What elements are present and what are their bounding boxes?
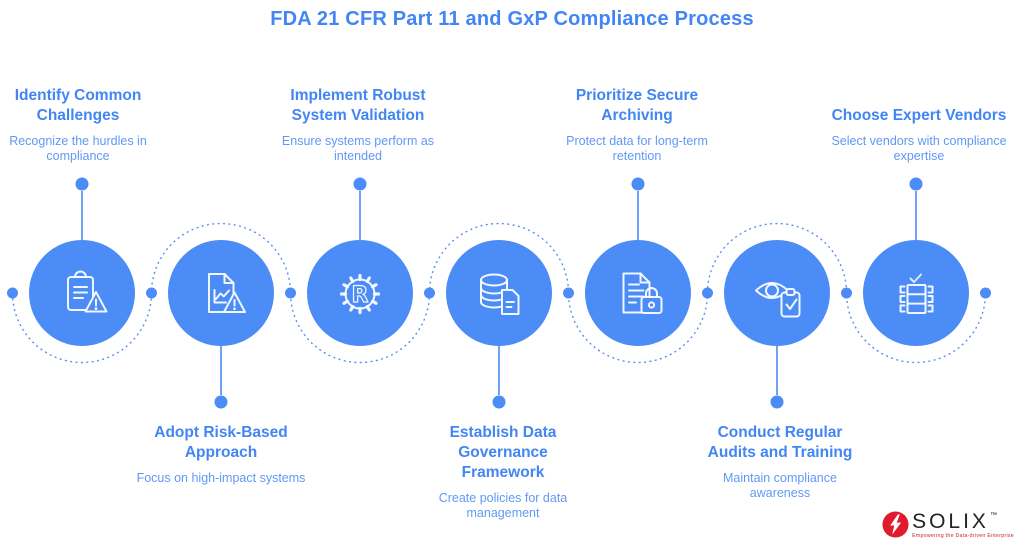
junction-dots bbox=[7, 287, 991, 299]
svg-text:R: R bbox=[352, 283, 369, 308]
trademark-symbol: ™ bbox=[989, 511, 997, 519]
solix-bolt-icon bbox=[882, 511, 909, 538]
step-title: Conduct Regular Audits and Training bbox=[707, 424, 853, 461]
clipboard-warning-icon bbox=[67, 270, 108, 313]
diagram-title: FDA 21 CFR Part 11 and GxP Compliance Pr… bbox=[270, 8, 754, 30]
step-title: Adopt Risk-Based Approach bbox=[154, 424, 288, 461]
document-chart-warning-icon bbox=[208, 273, 246, 313]
step-description: Select vendors with compliance expertise bbox=[831, 134, 1007, 163]
gear-r-icon: R bbox=[339, 273, 381, 315]
step-block-4: Establish Data Governance Framework Crea… bbox=[403, 423, 603, 521]
step-title: Establish Data Governance Framework bbox=[449, 424, 557, 481]
document-lock-icon bbox=[622, 272, 663, 314]
step-title: Implement Robust System Validation bbox=[290, 87, 426, 124]
connector-dashed-path bbox=[11, 222, 987, 364]
step-title: Prioritize Secure Archiving bbox=[575, 87, 699, 124]
step-circle-5 bbox=[585, 240, 691, 346]
step-block-2: Adopt Risk-Based Approach Focus on high-… bbox=[121, 423, 321, 486]
step-block-3: Implement Robust System Validation Ensur… bbox=[258, 76, 458, 164]
server-check-icon bbox=[899, 273, 934, 314]
step-title: Choose Expert Vendors bbox=[831, 107, 1007, 124]
step-description: Maintain compliance awareness bbox=[723, 471, 837, 500]
step-description: Focus on high-impact systems bbox=[136, 471, 306, 485]
solix-tagline: Empowering the Data-driven Enterprise bbox=[912, 532, 1014, 539]
label-stems bbox=[75, 177, 923, 409]
step-block-7: Choose Expert Vendors Select vendors wit… bbox=[819, 76, 1019, 164]
step-block-1: Identify Common Challenges Recognize the… bbox=[0, 76, 178, 164]
step-circle-3 bbox=[307, 240, 413, 346]
step-circle-7 bbox=[863, 240, 969, 346]
step-description: Protect data for long-term retention bbox=[566, 134, 708, 163]
step-title: Identify Common Challenges bbox=[14, 87, 142, 124]
eye-checklist-icon bbox=[755, 282, 801, 318]
step-block-6: Conduct Regular Audits and Training Main… bbox=[680, 423, 880, 501]
step-description: Ensure systems perform as intended bbox=[281, 134, 435, 163]
step-description: Create policies for data management bbox=[438, 491, 568, 520]
database-document-icon bbox=[480, 273, 520, 315]
step-block-5: Prioritize Secure Archiving Protect data… bbox=[537, 76, 737, 164]
solix-brand-text: SOLIX bbox=[912, 509, 989, 533]
step-description: Recognize the hurdles in compliance bbox=[9, 134, 147, 163]
